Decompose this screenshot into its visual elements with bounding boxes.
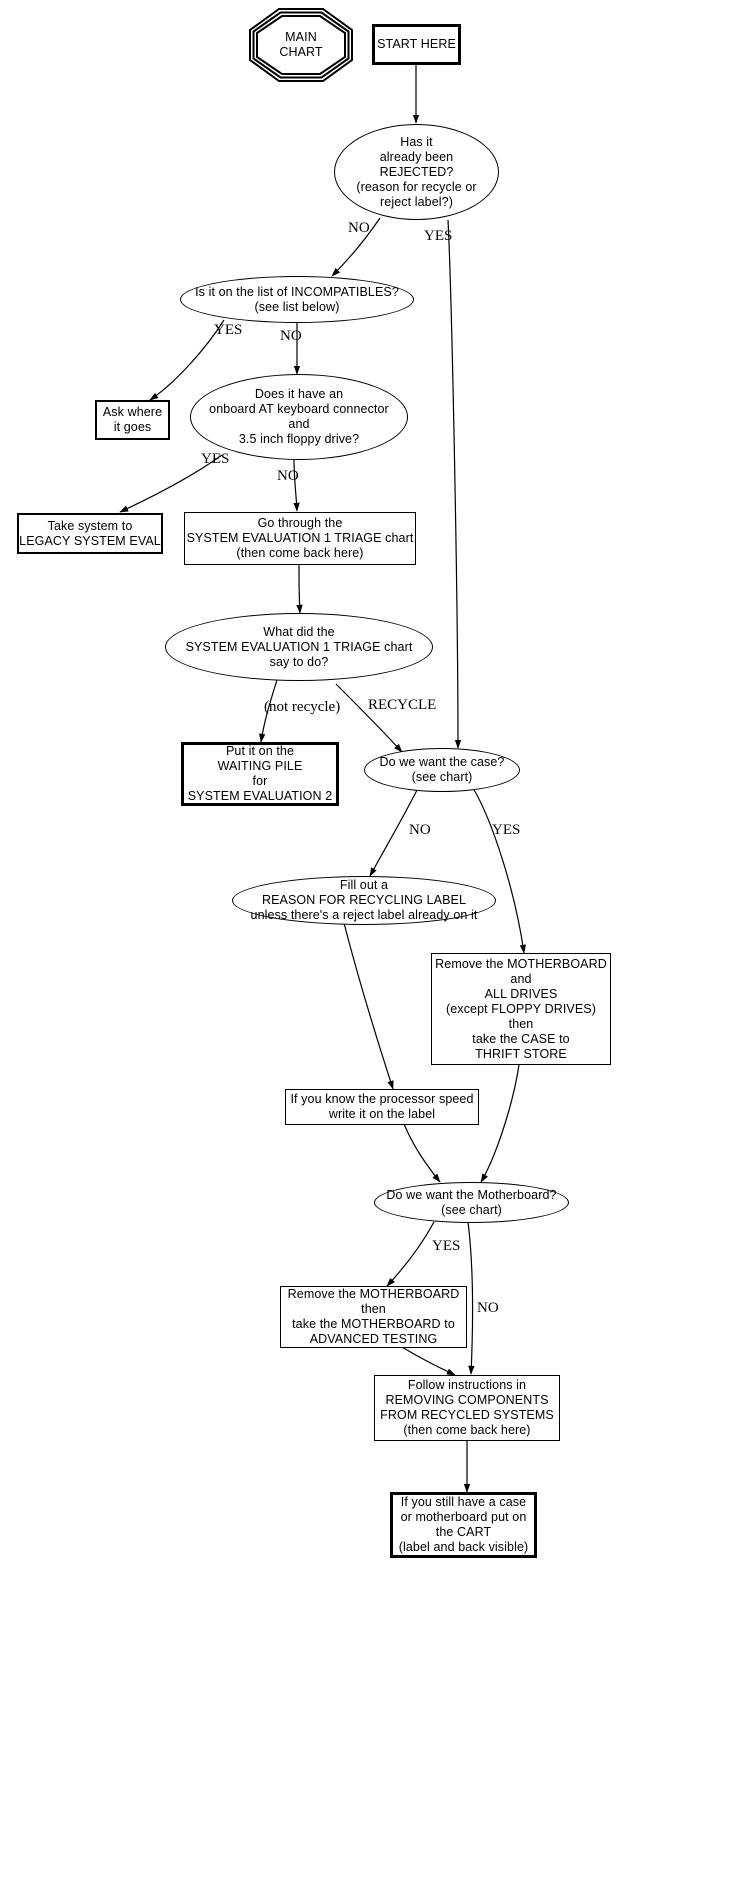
node-remove-mb-case-thrift[interactable]: Remove the MOTHERBOARD and ALL DRIVES (e…: [431, 953, 611, 1065]
edge-speed-to-wantmb: [403, 1123, 441, 1183]
node-start-here[interactable]: START HERE: [372, 24, 461, 65]
main-chart-label: MAIN CHART: [279, 30, 323, 59]
edge-label-not-recycle: (not recycle): [264, 699, 341, 715]
edge-label-rejected-yes: YES: [424, 228, 453, 244]
node-do-we-want-motherboard[interactable]: Do we want the Motherboard? (see chart): [374, 1182, 569, 1223]
edge-case-yes: [472, 787, 527, 954]
edge-label-recycle: RECYCLE: [368, 697, 437, 713]
node-do-we-want-case[interactable]: Do we want the case? (see chart): [364, 748, 520, 792]
edge-recycle: [335, 683, 403, 753]
edge-mb-yes: [386, 1221, 435, 1287]
node-rejected[interactable]: Has it already been REJECTED? (reason fo…: [334, 124, 499, 220]
edge-rejected-yes: [447, 219, 462, 749]
node-remove-mb-advanced-testing[interactable]: Remove the MOTHERBOARD then take the MOT…: [280, 1286, 467, 1348]
edge-removecase-to-wantmb: [480, 1064, 520, 1183]
edge-gothrough-to-whatdid: [296, 564, 303, 614]
edge-mb-no: [467, 1221, 475, 1375]
node-cart[interactable]: If you still have a case or motherboard …: [390, 1492, 537, 1558]
edge-at-yes: [119, 454, 223, 513]
edge-label-case-yes: YES: [492, 822, 521, 838]
edge-label-mb-yes: YES: [432, 1238, 461, 1254]
edge-label-incompat-yes: YES: [214, 322, 243, 338]
node-legacy-eval[interactable]: Take system to LEGACY SYSTEM EVAL: [17, 513, 163, 554]
main-chart-octagon: [249, 8, 353, 82]
node-follow-removing-components[interactable]: Follow instructions in REMOVING COMPONEN…: [374, 1375, 560, 1441]
edge-case-no: [369, 789, 418, 877]
edge-label-at-yes: YES: [201, 451, 230, 467]
edge-rejected-no: [331, 217, 381, 277]
node-incompatibles[interactable]: Is it on the list of INCOMPATIBLES? (see…: [180, 276, 414, 323]
edge-adv-to-follow: [401, 1346, 456, 1376]
node-waiting-pile[interactable]: Put it on the WAITING PILE for SYSTEM EV…: [181, 742, 339, 806]
node-ask-where[interactable]: Ask where it goes: [95, 400, 170, 440]
node-at-keyboard[interactable]: Does it have an onboard AT keyboard conn…: [190, 374, 408, 460]
edge-label-case-no: NO: [409, 822, 431, 838]
edge-label-at-no: NO: [277, 468, 299, 484]
edge-label-mb-no: NO: [477, 1300, 499, 1316]
edge-incompat-yes: [149, 319, 225, 401]
node-processor-speed[interactable]: If you know the processor speed write it…: [285, 1089, 479, 1125]
edge-not-recycle: [259, 679, 278, 743]
node-what-did-triage-say[interactable]: What did the SYSTEM EVALUATION 1 TRIAGE …: [165, 613, 433, 681]
edge-label-rejected-no: NO: [348, 220, 370, 236]
edge-at-no: [293, 459, 300, 512]
edge-fillout-to-speed: [343, 922, 394, 1090]
node-go-through-triage[interactable]: Go through the SYSTEM EVALUATION 1 TRIAG…: [184, 512, 416, 565]
node-fill-out-label[interactable]: Fill out a REASON FOR RECYCLING LABEL un…: [232, 876, 496, 925]
edge-label-incompat-no: NO: [280, 328, 302, 344]
